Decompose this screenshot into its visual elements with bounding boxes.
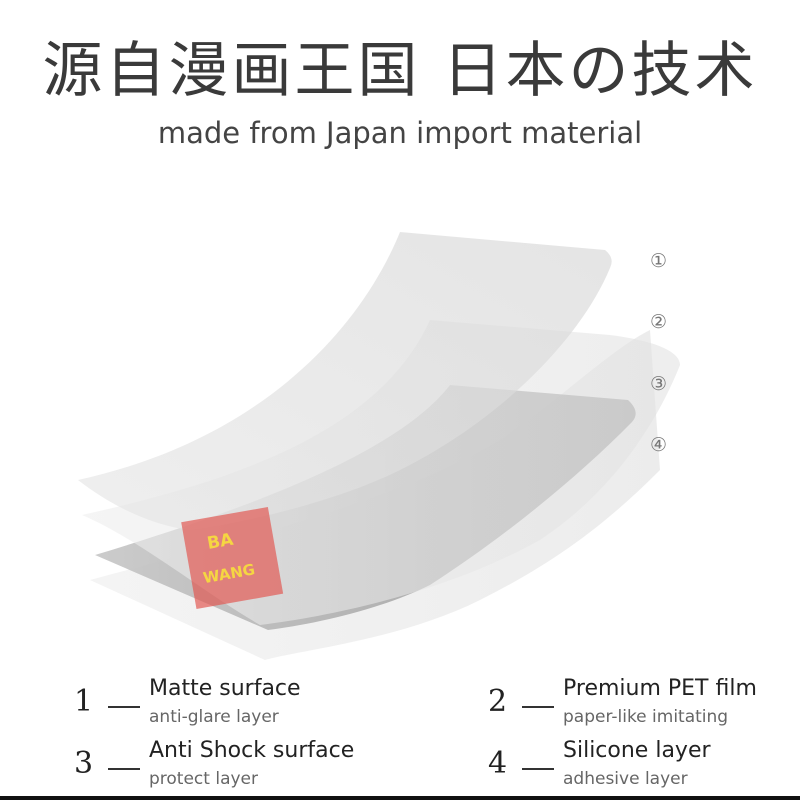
feature-index: 3 [74,746,94,781]
feature-title: Matte surface [149,676,301,701]
page-subtitle: made from Japan import material [157,116,643,150]
dash-divider [108,768,140,770]
feature-index: 4 [488,746,508,781]
feature-subtitle: adhesive layer [563,769,688,789]
bottom-edge-bar [0,796,800,800]
dash-divider [522,706,554,708]
layer-marker-3: ③ [650,373,668,395]
layer-marker-2: ② [650,311,668,333]
feature-subtitle: anti-glare layer [149,707,279,727]
feature-subtitle: paper-like imitating [563,707,729,727]
feature-title: Silicone layer [563,738,711,763]
layer-marker-1: ① [650,250,668,272]
ba-wang-watermark: BA WANG [181,507,284,609]
layer-1-matte [78,232,612,530]
feature-title: Anti Shock surface [149,738,355,763]
dash-divider [108,706,140,708]
feature-title: Premium PET film [563,676,757,701]
svg-text:BA: BA [206,530,236,554]
page-title: 源自漫画王国 日本の技术 [42,36,758,106]
layer-marker-4: ④ [650,434,668,456]
feature-subtitle: protect layer [149,769,258,789]
dash-divider [522,768,554,770]
feature-index: 1 [74,684,94,719]
feature-index: 2 [488,684,508,719]
